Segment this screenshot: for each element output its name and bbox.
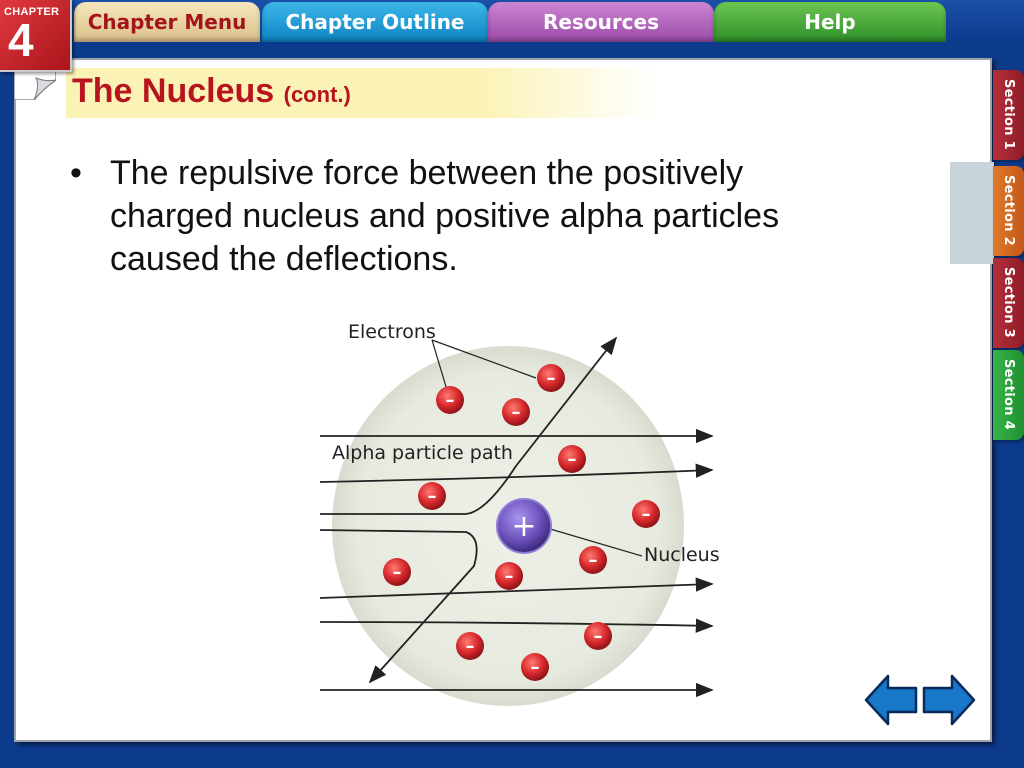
- electron: –: [383, 558, 411, 586]
- alpha-path: [319, 463, 714, 483]
- bullet-text: The repulsive force between the positive…: [110, 154, 780, 278]
- electron-pointer: [431, 339, 537, 379]
- bullet-symbol: •: [70, 154, 82, 192]
- electron: –: [521, 653, 549, 681]
- bullet-point: • The repulsive force between the positi…: [70, 152, 870, 281]
- tab-resources[interactable]: Resources: [488, 2, 714, 42]
- tab-chapter-menu-label: Chapter Menu: [87, 10, 247, 34]
- svg-text:–: –: [428, 486, 437, 507]
- slide-title-main: The Nucleus: [72, 72, 275, 110]
- electron: –: [436, 386, 464, 414]
- nucleus-label: Nucleus: [644, 544, 720, 566]
- electron: –: [558, 445, 586, 473]
- section-tab-3-label: Section 3: [1001, 267, 1016, 339]
- forward-arrow-icon[interactable]: [922, 674, 976, 726]
- svg-text:–: –: [505, 566, 514, 587]
- svg-text:–: –: [531, 657, 540, 678]
- top-navigation-bar: Chapter Menu Chapter Outline Resources H…: [0, 0, 1024, 44]
- nucleus: +: [496, 498, 552, 554]
- chapter-badge[interactable]: CHAPTER 4: [0, 0, 72, 72]
- active-section-highlight: [950, 162, 994, 264]
- svg-text:–: –: [594, 626, 603, 647]
- svg-text:–: –: [547, 368, 556, 389]
- alpha-path: [319, 577, 714, 599]
- nucleus-pointer: [539, 525, 643, 557]
- tab-help-label: Help: [804, 10, 856, 34]
- electron: –: [632, 500, 660, 528]
- electron: –: [537, 364, 565, 392]
- section-tab-2[interactable]: Section 2: [993, 166, 1024, 256]
- slide-title-suffix: (cont.): [283, 82, 351, 107]
- electron: –: [495, 562, 523, 590]
- slide-navigation: [864, 674, 976, 726]
- slide-title: The Nucleus (cont.): [72, 72, 351, 111]
- alpha-path-label: Alpha particle path: [332, 442, 513, 464]
- section-tab-1[interactable]: Section 1: [993, 70, 1024, 160]
- svg-text:–: –: [568, 449, 577, 470]
- tab-chapter-outline-label: Chapter Outline: [285, 10, 465, 34]
- alpha-path-deflected-up: [320, 336, 618, 515]
- section-tab-1-label: Section 1: [1001, 79, 1016, 151]
- tab-chapter-menu[interactable]: Chapter Menu: [74, 2, 260, 42]
- electrons: – – – – – – – – – – – –: [383, 364, 660, 681]
- section-tab-4-label: Section 4: [1001, 359, 1016, 431]
- alpha-path: [319, 618, 714, 633]
- svg-text:–: –: [466, 636, 475, 657]
- back-arrow-icon[interactable]: [864, 674, 918, 726]
- tab-chapter-outline[interactable]: Chapter Outline: [262, 2, 488, 42]
- electron: –: [456, 632, 484, 660]
- electron: –: [584, 622, 612, 650]
- electron: –: [418, 482, 446, 510]
- alpha-path-deflected-down: [319, 529, 478, 684]
- slide-panel: The Nucleus (cont.) • The repulsive forc…: [14, 58, 992, 742]
- svg-text:–: –: [393, 562, 402, 583]
- electron: –: [579, 546, 607, 574]
- title-highlight-band: [66, 68, 656, 118]
- tab-resources-label: Resources: [542, 10, 660, 34]
- svg-text:–: –: [512, 402, 521, 423]
- electron: –: [502, 398, 530, 426]
- svg-text:–: –: [642, 504, 651, 525]
- rutherford-diagram: – – – – – – – – – – – – + Electrons Alph…: [319, 321, 720, 706]
- tab-help[interactable]: Help: [714, 2, 946, 42]
- electrons-label: Electrons: [348, 321, 436, 343]
- svg-text:–: –: [589, 550, 598, 571]
- chapter-label: CHAPTER: [4, 6, 60, 18]
- section-tab-4[interactable]: Section 4: [993, 350, 1024, 440]
- chapter-number: 4: [8, 14, 34, 66]
- svg-text:–: –: [446, 390, 455, 411]
- section-tab-3[interactable]: Section 3: [993, 258, 1024, 348]
- section-tab-2-label: Section 2: [1001, 175, 1016, 247]
- svg-text:+: +: [511, 509, 536, 544]
